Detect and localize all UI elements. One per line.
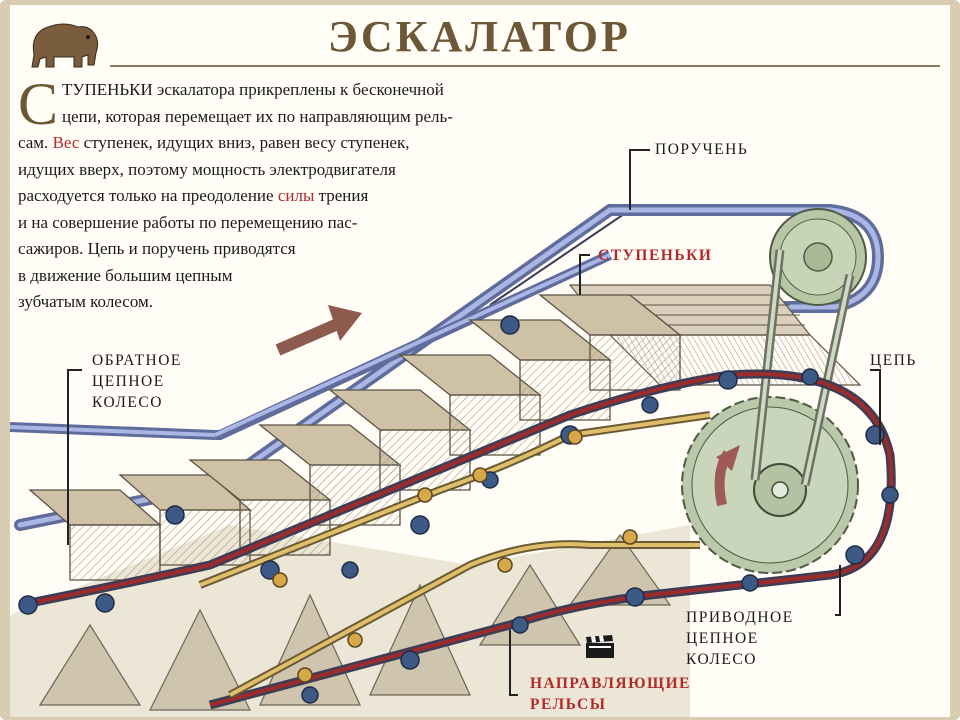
body-line: ТУПЕНЬКИ эскалатора прикреплены к бескон…: [18, 77, 643, 104]
description-text: С ТУПЕНЬКИ эскалатора прикреплены к беск…: [18, 71, 643, 316]
escalator-diagram: [10, 149, 899, 717]
label-return-wheel-line: КОЛЕСО: [92, 394, 163, 411]
chain-rollers: [18, 315, 899, 704]
label-drive-wheel-line: КОЛЕСО: [686, 651, 757, 668]
body-text-run: ТУПЕНЬКИ эскалатора прикреплены к бескон…: [62, 80, 444, 99]
label-guide-rails: НАПРАВЛЯЮЩИЕ РЕЛЬСЫ: [530, 673, 691, 715]
body-line: и на совершение работы по перемещению па…: [18, 210, 643, 237]
label-chain: ЦЕПЬ: [870, 352, 917, 369]
label-drive-wheel-line: ЦЕПНОЕ: [686, 630, 759, 647]
label-steps: СТУПЕНЬКИ: [598, 247, 713, 264]
label-drive-wheel: ПРИВОДНОЕ ЦЕПНОЕ КОЛЕСО: [686, 607, 794, 670]
drive-gear: [681, 396, 859, 574]
drop-cap: С: [18, 71, 59, 137]
label-handrail: ПОРУЧЕНЬ: [655, 141, 749, 158]
label-guide-rails-line: РЕЛЬСЫ: [530, 696, 607, 713]
body-text-run: сам.: [18, 133, 53, 152]
film-clapper-icon[interactable]: [585, 635, 615, 659]
up-arrow-icon: [275, 305, 362, 356]
body-text-run: идущих вверх, поэтому мощность электродв…: [18, 159, 396, 179]
body-text-run: ступенек, идущих вниз, равен весу ступен…: [79, 133, 410, 152]
body-line: зубчатым колесом.: [18, 289, 643, 316]
page-title: ЭСКАЛАТОР: [328, 12, 631, 61]
elephant-icon: [24, 15, 102, 71]
body-text-run: в движение большим цепным: [18, 265, 233, 285]
body-text-run: трения: [314, 186, 369, 205]
body-text-run: расходуется только на преодоление: [18, 186, 278, 205]
highlight-term: Вес: [52, 133, 80, 152]
label-return-wheel: ОБРАТНОЕ ЦЕПНОЕ КОЛЕСО: [92, 350, 182, 413]
label-guide-rails-line: НАПРАВЛЯЮЩИЕ: [530, 675, 691, 692]
body-text-run: зубчатым колесом.: [18, 292, 154, 311]
body-line: идущих вверх, поэтому мощность электродв…: [18, 157, 643, 184]
label-return-wheel-line: ОБРАТНОЕ: [92, 352, 182, 369]
body-line: сам. Вес ступенек, идущих вниз, равен ве…: [18, 130, 643, 157]
title-rule: [110, 65, 940, 67]
slide-page: ЭСКАЛАТОР С ТУПЕНЬКИ эскалатора прикрепл…: [10, 5, 950, 717]
escalator-steps: [28, 294, 682, 581]
leader-lines: [67, 149, 881, 696]
body-text-run: цепи, которая перемещает их по направляю…: [62, 106, 453, 126]
body-text-run: и на совершение работы по перемещению па…: [18, 212, 358, 232]
body-line: цепи, которая перемещает их по направляю…: [18, 104, 643, 131]
label-drive-wheel-line: ПРИВОДНОЕ: [686, 609, 794, 626]
label-return-wheel-line: ЦЕПНОЕ: [92, 373, 165, 390]
handrail-pulley: [750, 208, 867, 486]
body-line: расходуется только на преодоление силы т…: [18, 183, 643, 210]
rail-rollers: [272, 429, 638, 683]
rotation-arrow-icon: [714, 445, 740, 507]
body-text-run: сажиров. Цепь и поручень приводятся: [18, 239, 296, 258]
highlight-term: силы: [277, 186, 315, 205]
body-line: сажиров. Цепь и поручень приводятся: [18, 236, 643, 263]
body-line: в движение большим цепным: [18, 263, 643, 290]
